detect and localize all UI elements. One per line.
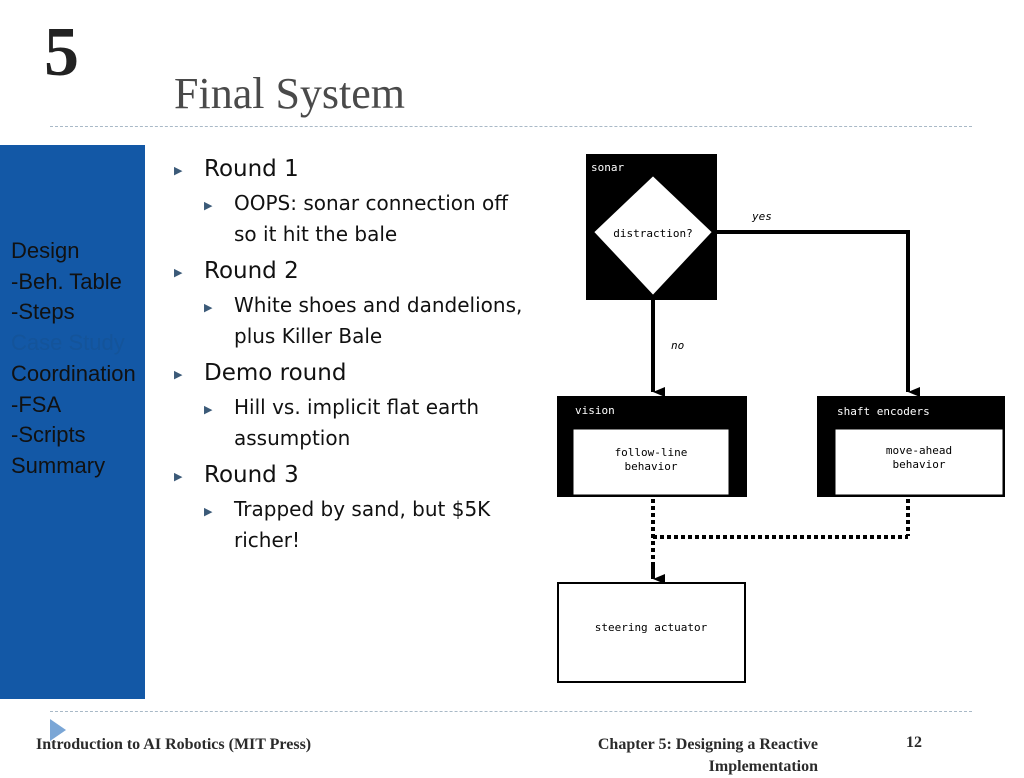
bullet-arrow-icon: ▶	[204, 199, 213, 212]
follow-line-label-behavior: behavior	[625, 460, 678, 473]
sidebar-nav: Design -Beh. Table -Steps Case Study Coo…	[11, 236, 136, 482]
no-label: no	[671, 339, 684, 352]
bullet-arrow-icon: ▶	[174, 266, 183, 279]
bullet-arrow-icon: ▶	[174, 470, 183, 483]
bullet-list: ▶ Round 1 ▶ OOPS: sonar connection off s…	[174, 150, 524, 562]
bullet-heading: Round 2	[204, 258, 299, 284]
bullet-demo-round: ▶ Demo round	[174, 358, 524, 388]
vision-label: vision	[575, 404, 615, 417]
bullet-heading: Demo round	[204, 360, 347, 386]
sub-bullet-demo-round: ▶ Hill vs. implicit flat earth assumptio…	[174, 392, 524, 454]
sidebar-panel	[0, 145, 145, 699]
sidebar-item-coordination: Coordination	[11, 360, 136, 386]
decision-label: distraction?	[613, 227, 692, 240]
sidebar-item-design: Design	[11, 238, 80, 263]
bullet-round-3: ▶ Round 3	[174, 460, 524, 490]
sidebar-item-scripts: -Scripts	[11, 422, 86, 448]
bullet-round-1: ▶ Round 1	[174, 154, 524, 184]
move-ahead-label: move-ahead	[886, 444, 952, 457]
top-divider	[50, 126, 972, 127]
bullet-detail: White shoes and dandelions, plus Killer …	[234, 293, 523, 348]
yes-connector	[713, 230, 920, 397]
sidebar-item-steps: -Steps	[11, 299, 75, 325]
sub-bullet-round-1: ▶ OOPS: sonar connection off so it hit t…	[174, 188, 524, 250]
bullet-detail: OOPS: sonar connection off so it hit the…	[234, 191, 509, 246]
follow-line-behavior-box	[572, 428, 730, 496]
steering-actuator-label: steering actuator	[595, 621, 708, 634]
bullet-arrow-icon: ▶	[174, 368, 183, 381]
bullet-arrow-icon: ▶	[174, 164, 183, 177]
sidebar-item-fsa: -FSA	[11, 391, 62, 417]
footer-triangle-icon	[50, 719, 66, 741]
chapter-number: 5	[44, 14, 79, 91]
bullet-arrow-icon: ▶	[204, 301, 213, 314]
bullet-detail: Hill vs. implicit flat earth assumption	[234, 395, 479, 450]
follow-line-label: follow-line	[615, 446, 688, 459]
shaft-encoders-label: shaft encoders	[837, 405, 930, 418]
sidebar-item-beh-table: -Beh. Table	[11, 268, 122, 294]
move-ahead-label-behavior: behavior	[893, 458, 946, 471]
yes-label: yes	[751, 210, 772, 223]
bottom-divider	[50, 711, 972, 712]
move-ahead-behavior-box	[834, 428, 1004, 496]
slide-title: Final System	[174, 69, 406, 118]
bullet-arrow-icon: ▶	[204, 403, 213, 416]
bullet-round-2: ▶ Round 2	[174, 256, 524, 286]
footer-chapter-title: Chapter 5: Designing a Reactive Implemen…	[597, 736, 818, 775]
sub-bullet-round-3: ▶ Trapped by sand, but $5K richer!	[174, 494, 524, 556]
bullet-heading: Round 3	[204, 462, 299, 488]
sidebar-item-summary: Summary	[11, 452, 106, 478]
bullet-detail: Trapped by sand, but $5K richer!	[234, 497, 491, 552]
sub-bullet-round-2: ▶ White shoes and dandelions, plus Kille…	[174, 290, 524, 352]
steering-actuator-box	[557, 582, 746, 683]
footer-book-title: Introduction to AI Robotics (MIT Press)	[36, 736, 312, 753]
bullet-arrow-icon: ▶	[204, 505, 213, 518]
distraction-decision-diamond	[591, 173, 715, 298]
behavior-flow-diagram: sonar distraction? yes no vision follow-…	[557, 154, 1005, 683]
page-number: 12	[906, 734, 922, 751]
bullet-heading: Round 1	[204, 156, 299, 182]
sidebar-item-case-study: Case Study	[11, 330, 125, 356]
sonar-label: sonar	[591, 161, 624, 174]
